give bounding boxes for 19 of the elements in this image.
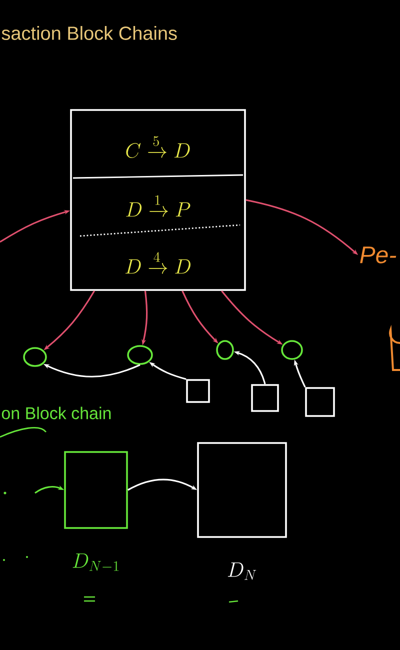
block-box — [64, 451, 128, 529]
node-circle — [281, 340, 303, 360]
title: saction Block Chains — [2, 26, 177, 40]
transaction-row: $D \xrightarrow{4} D$ — [125, 252, 190, 274]
block-box — [70, 109, 246, 291]
block-box — [197, 442, 287, 538]
label-text: Pe- — [360, 246, 396, 264]
small-square — [186, 379, 210, 403]
node-label: $D_{N}$ — [228, 562, 256, 580]
node-label: $D_{N-1}$ — [72, 554, 119, 571]
transaction-row: $C \xrightarrow{5} D$ — [126, 136, 190, 158]
node-circle — [127, 345, 153, 365]
node-circle — [23, 347, 47, 367]
small-square — [251, 384, 279, 412]
transaction-row: $D \xrightarrow{1} P$ — [126, 195, 190, 217]
node-circle — [216, 340, 234, 360]
dot-mark — [4, 492, 6, 494]
handwritten-label: on Block chain — [2, 406, 111, 420]
small-square — [305, 387, 335, 417]
